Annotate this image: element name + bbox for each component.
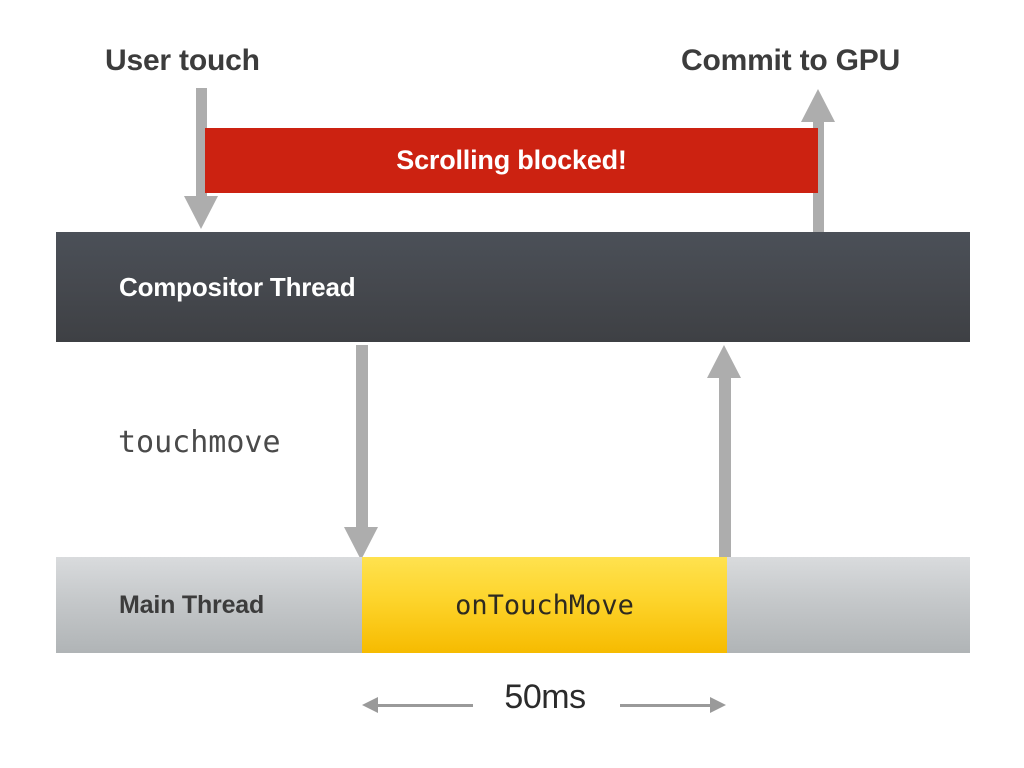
scrolling-blocked-bar: Scrolling blocked! — [205, 128, 818, 193]
on-touch-move-block: onTouchMove — [362, 557, 727, 653]
main-thread-label: Main Thread — [119, 590, 265, 619]
on-touch-move-label: onTouchMove — [455, 589, 634, 621]
compositor-thread-label: Compositor Thread — [119, 271, 356, 302]
measure-line-left — [376, 704, 473, 707]
compositor-thread-bar: Compositor Thread — [56, 232, 970, 342]
touchmove-arrow-shaft — [356, 345, 368, 531]
commit-to-gpu-label: Commit to GPU — [681, 44, 901, 77]
user-touch-arrow-down-icon — [184, 196, 218, 229]
touchmove-label: touchmove — [118, 425, 281, 460]
measure-arrow-left-icon — [362, 697, 378, 713]
measure-duration-label: 50ms — [504, 678, 586, 716]
touchmove-arrow-down-icon — [344, 527, 378, 560]
commit-to-gpu-arrow-up-icon — [801, 89, 835, 122]
scrolling-blocked-label: Scrolling blocked! — [396, 145, 627, 175]
user-touch-arrow-shaft — [196, 88, 207, 198]
user-touch-label: User touch — [105, 44, 260, 77]
return-arrow-up-icon — [707, 345, 741, 378]
commit-to-gpu-arrow-shaft — [813, 122, 824, 232]
measure-arrow-right-icon — [710, 697, 726, 713]
duration-measure: 50ms — [362, 678, 728, 734]
measure-line-right — [620, 704, 712, 707]
return-arrow-shaft — [719, 378, 731, 558]
